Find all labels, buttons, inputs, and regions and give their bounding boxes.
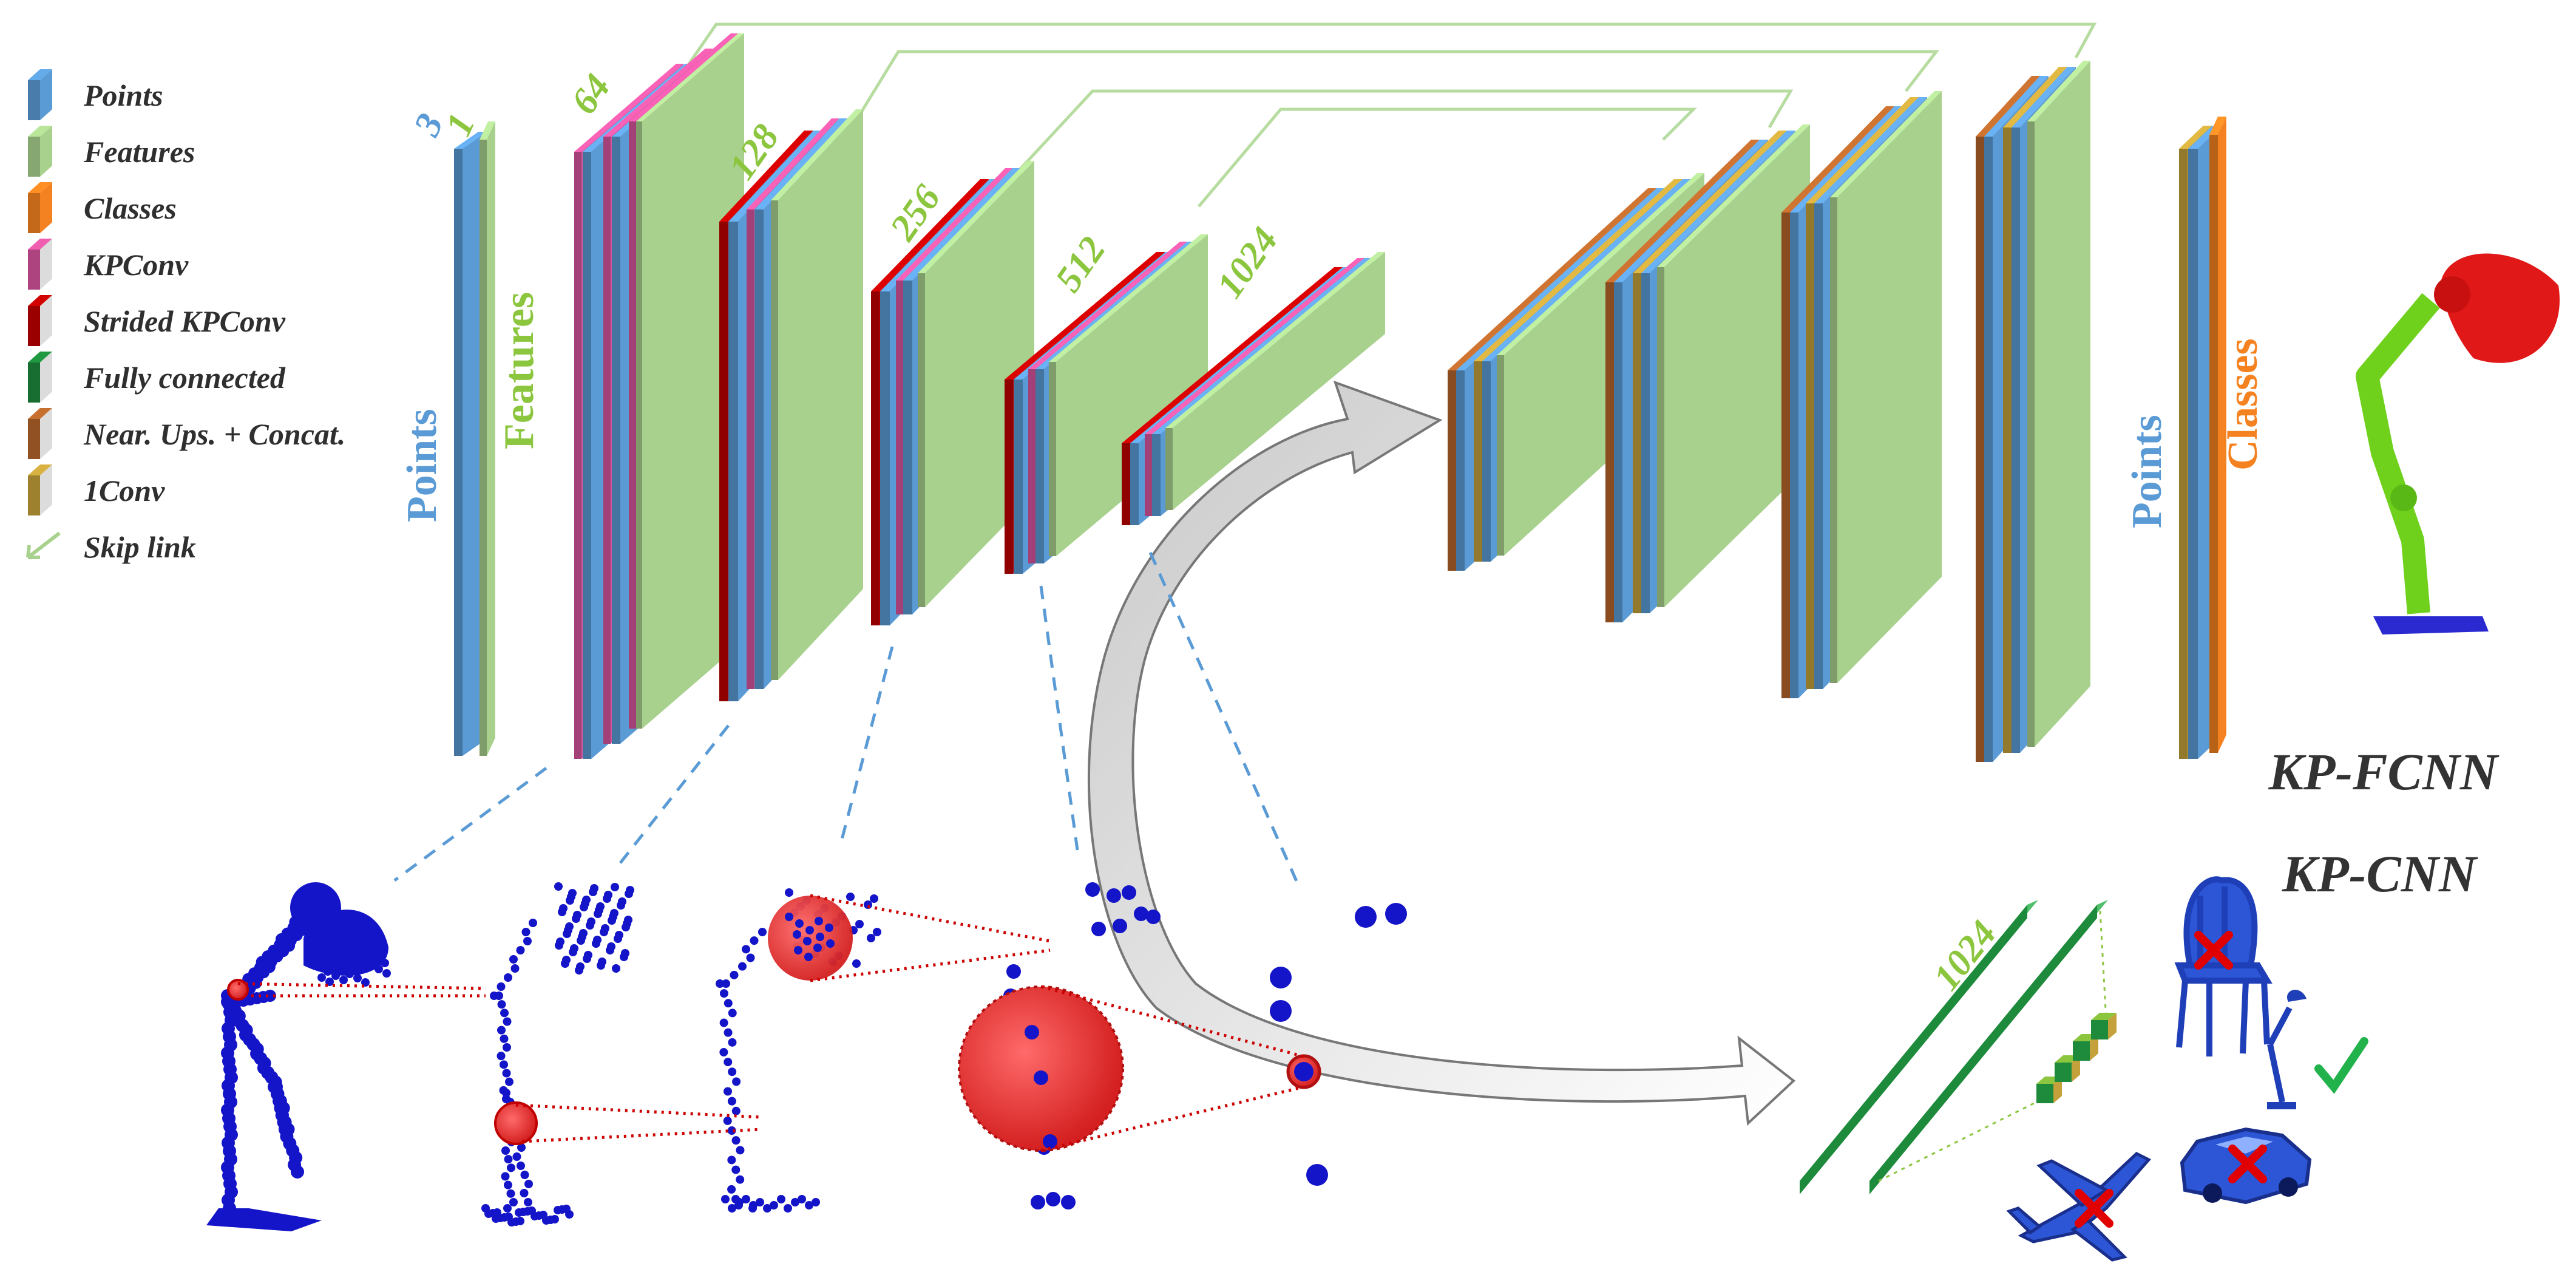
lamp-point-cloud-dense: [206, 882, 391, 1231]
legend-item: 1Conv: [28, 464, 165, 515]
flow-arrow: [1087, 380, 1796, 1126]
level-guides: [393, 551, 1301, 888]
legend-swatch: [40, 408, 52, 459]
lamp-icon: [2267, 990, 2307, 1109]
legend-label: Points: [83, 78, 163, 112]
network-separator: KP-FCNN KP-CNN: [1578, 743, 2507, 903]
legend-item: Points: [28, 69, 163, 120]
skip-link-arrow: [839, 50, 1940, 147]
legend-item: Strided KPConv: [28, 295, 286, 346]
lamp-point-cloud-2: [481, 882, 634, 1226]
fc-layer-bar: [1869, 900, 2108, 1194]
legend-swatch: [40, 126, 52, 177]
kernel-sphere: [768, 896, 853, 981]
encoder-64-features: [636, 33, 744, 729]
legend-item: Near. Ups. + Concat.: [28, 408, 345, 459]
kernel-sphere: [227, 979, 249, 1001]
airplane-icon: [2006, 1151, 2152, 1262]
input-points-label: Points: [399, 409, 446, 522]
legend-item: KPConv: [28, 239, 189, 290]
decoder-2-features: [1657, 124, 1810, 607]
fc-layer-bar: [1800, 900, 2038, 1194]
segmented-lamp: [2356, 253, 2560, 634]
receptive-field-connectors: [237, 894, 1304, 1152]
input-features-slab: [480, 121, 495, 756]
legend-swatch: [40, 69, 52, 120]
legend-label: Near. Ups. + Concat.: [83, 417, 345, 451]
legend-item: Fully connected: [28, 352, 286, 403]
output-classes-label: Classes: [2220, 338, 2266, 471]
legend-label: Skip link: [84, 530, 196, 564]
input-labels: 3 1 Points Features: [399, 107, 543, 522]
kp-cnn-label: KP-CNN: [2282, 845, 2478, 903]
legend-item: Features: [28, 126, 195, 177]
kernel-sphere: [494, 1101, 538, 1145]
red-x-icon: [2075, 1189, 2113, 1228]
skip-links: [677, 22, 2097, 208]
kp-fcnn-label: KP-FCNN: [2268, 743, 2500, 801]
lamp-point-cloud-5: [1270, 903, 1407, 1186]
classification-results: [2006, 876, 2368, 1262]
encoder-1024-features: [1165, 252, 1385, 510]
legend-swatch: [40, 182, 52, 233]
skip-link-arrow: [677, 22, 2097, 80]
legend-label: Strided KPConv: [84, 304, 286, 338]
encoder-512-features: [1049, 234, 1208, 556]
skip-link-arrow: [1012, 89, 1794, 177]
fc-guides: [1878, 910, 2107, 1182]
check-mark-icon: [2314, 1037, 2368, 1094]
class-output-block: [2091, 1013, 2117, 1039]
legend-label: Features: [83, 135, 195, 169]
legend-item: Skip link: [26, 530, 196, 564]
decoder-3-features: [1830, 91, 1942, 683]
legend-label: KPConv: [83, 248, 189, 282]
legend-item: Classes: [28, 182, 177, 233]
output-classes-slab: [2209, 117, 2226, 753]
skip-link-arrow: [1198, 107, 1698, 208]
skip-link-icon: [26, 531, 61, 559]
red-x-icon: [2228, 1145, 2267, 1183]
red-x-icon: [2194, 931, 2233, 970]
encoder-128-features: [771, 109, 863, 680]
point-clouds: [206, 253, 2560, 1231]
legend-swatch: [40, 352, 52, 403]
legend-swatch: [40, 295, 52, 346]
legend-swatch: [40, 464, 52, 515]
legend-swatch: [40, 239, 52, 290]
channel-label-512: 512: [1048, 230, 1114, 299]
lamp-point-cloud-4: [958, 882, 1161, 1209]
channel-label-64: 64: [563, 67, 619, 121]
input-features-label: Features: [496, 292, 543, 449]
decoder-4-features: [2027, 61, 2090, 747]
legend-label: Classes: [84, 191, 177, 225]
chair-icon: [2174, 876, 2273, 1056]
classifier-head: 1024: [1800, 900, 2117, 1194]
legend-label: 1Conv: [84, 474, 165, 508]
legend-label: Fully connected: [83, 361, 286, 395]
output-points-label: Points: [2124, 415, 2171, 528]
layer-blocks: [454, 33, 2226, 762]
channel-label-1024: 1024: [1209, 220, 1286, 305]
lamp-point-cloud-3: [716, 888, 881, 1213]
output-labels: Points Classes: [2124, 338, 2266, 528]
kernel-sphere: [958, 985, 1124, 1152]
